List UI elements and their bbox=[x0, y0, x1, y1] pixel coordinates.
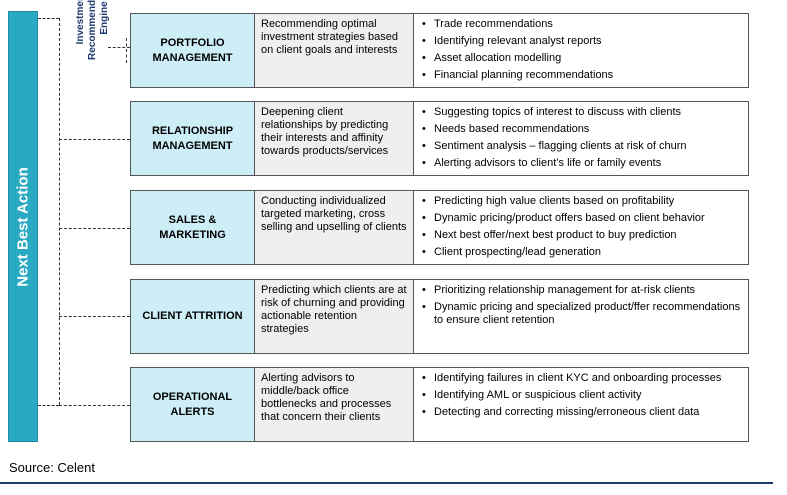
bullet-list: Predicting high value clients based on p… bbox=[414, 191, 748, 264]
main-connector-vertical bbox=[59, 18, 60, 405]
bullet-item: Financial planning recommendations bbox=[420, 69, 744, 82]
connector-attrition bbox=[59, 316, 130, 317]
next-best-action-bar: Next Best Action bbox=[8, 11, 38, 442]
row-operational-alerts: OPERATIONAL ALERTS Alerting advisors to … bbox=[130, 367, 749, 442]
category-line: MANAGEMENT bbox=[152, 51, 233, 64]
row-sales-marketing: SALES & MARKETING Conducting individuali… bbox=[130, 190, 749, 265]
description-cell: Deepening client relationships by predic… bbox=[255, 102, 414, 175]
category-line: MARKETING bbox=[159, 228, 226, 241]
engine-label-line: Investment bbox=[75, 0, 86, 45]
bullet-item: Dynamic pricing and specialized product/… bbox=[420, 301, 744, 327]
bullet-item: Trade recommendations bbox=[420, 18, 744, 31]
bullet-list: Identifying failures in client KYC and o… bbox=[414, 368, 748, 441]
bullet-item: Client prospecting/lead generation bbox=[420, 246, 744, 259]
bullet-list: Trade recommendations Identifying releva… bbox=[414, 14, 748, 87]
next-best-action-label: Next Best Action bbox=[14, 166, 32, 287]
bullet-item: Predicting high value clients based on p… bbox=[420, 195, 744, 208]
category-line: PORTFOLIO bbox=[160, 36, 225, 49]
category-line: RELATIONSHIP bbox=[151, 124, 234, 137]
bullet-item: Sentiment analysis – flagging clients at… bbox=[420, 140, 744, 153]
category-cell: OPERATIONAL ALERTS bbox=[131, 368, 255, 441]
description-cell: Recommending optimal investment strategi… bbox=[255, 14, 414, 87]
connector-nba-bottom bbox=[38, 405, 59, 406]
connector-nba-top bbox=[38, 18, 59, 19]
bullet-item: Next best offer/next best product to buy… bbox=[420, 229, 744, 242]
description-cell: Conducting individualized targeted marke… bbox=[255, 191, 414, 264]
description-cell: Predicting which clients are at risk of … bbox=[255, 280, 414, 353]
source-caption: Source: Celent bbox=[9, 460, 95, 475]
bullet-item: Identifying failures in client KYC and o… bbox=[420, 372, 744, 385]
category-cell: RELATIONSHIP MANAGEMENT bbox=[131, 102, 255, 175]
bullet-item: Alerting advisors to client’s life or fa… bbox=[420, 157, 744, 170]
bullet-item: Identifying AML or suspicious client act… bbox=[420, 389, 744, 402]
bullet-list: Suggesting topics of interest to discuss… bbox=[414, 102, 748, 175]
category-line: MANAGEMENT bbox=[152, 139, 233, 152]
category-line: OPERATIONAL bbox=[152, 390, 233, 403]
connector-operational bbox=[59, 405, 130, 406]
description-cell: Alerting advisors to middle/back office … bbox=[255, 368, 414, 441]
bullet-list: Prioritizing relationship management for… bbox=[414, 280, 748, 353]
bullet-item: Prioritizing relationship management for… bbox=[420, 284, 744, 297]
investment-recommendation-engine-label: Investment Recommendation Engine bbox=[75, 0, 111, 62]
bullet-item: Suggesting topics of interest to discuss… bbox=[420, 106, 744, 119]
bullet-item: Asset allocation modelling bbox=[420, 52, 744, 65]
category-cell: PORTFOLIO MANAGEMENT bbox=[131, 14, 255, 87]
row-client-attrition: CLIENT ATTRITION Predicting which client… bbox=[130, 279, 749, 354]
category-line: SALES & bbox=[168, 213, 217, 226]
footer-rule bbox=[0, 482, 773, 484]
engine-label-line: Recommendation bbox=[87, 0, 98, 60]
category-line: ALERTS bbox=[170, 405, 215, 418]
engine-connector-vertical bbox=[126, 38, 127, 63]
bullet-item: Detecting and correcting missing/erroneo… bbox=[420, 406, 744, 419]
category-cell: SALES & MARKETING bbox=[131, 191, 255, 264]
row-relationship-management: RELATIONSHIP MANAGEMENT Deepening client… bbox=[130, 101, 749, 176]
category-line: CLIENT ATTRITION bbox=[142, 310, 243, 322]
engine-label-line: Engine bbox=[99, 1, 110, 35]
connector-sales bbox=[59, 228, 130, 229]
category-cell: CLIENT ATTRITION bbox=[131, 280, 255, 353]
engine-connector-horizontal bbox=[108, 47, 130, 48]
bullet-item: Dynamic pricing/product offers based on … bbox=[420, 212, 744, 225]
bullet-item: Identifying relevant analyst reports bbox=[420, 35, 744, 48]
connector-relationship bbox=[59, 139, 130, 140]
bullet-item: Needs based recommendations bbox=[420, 123, 744, 136]
row-portfolio-management: PORTFOLIO MANAGEMENT Recommending optima… bbox=[130, 13, 749, 88]
